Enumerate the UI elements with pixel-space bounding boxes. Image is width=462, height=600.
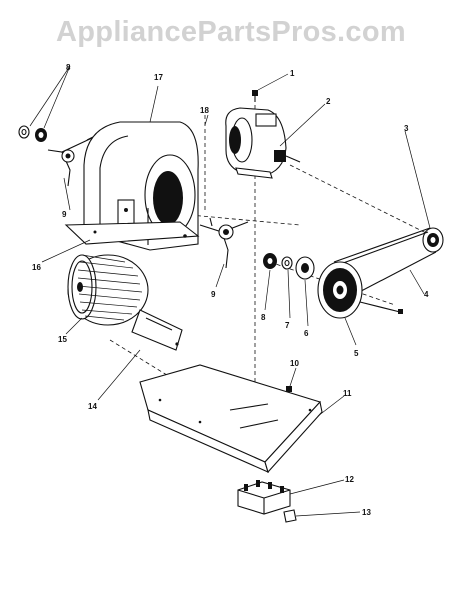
callout-2: 2: [326, 97, 331, 106]
watermark-logo: AppliancePartsPros.com: [56, 16, 406, 48]
callout-1: 1: [290, 69, 295, 78]
callout-3: 3: [404, 124, 409, 133]
callout-8a: 8: [66, 63, 71, 72]
callout-15: 15: [58, 335, 67, 344]
blower-motor: [225, 107, 301, 179]
pulley-key: [281, 256, 293, 270]
callout-9b: 9: [211, 290, 216, 299]
callout-18: 18: [200, 106, 209, 115]
callout-8b: 8: [261, 313, 266, 322]
blower-housing: [64, 121, 200, 251]
base-panel-screw: [286, 386, 292, 392]
callout-6: 6: [304, 329, 309, 338]
callout-12: 12: [345, 475, 354, 484]
callout-13: 13: [362, 508, 371, 517]
pulley-hub: [295, 256, 315, 280]
motor-pulley: [422, 227, 444, 253]
callout-9a: 9: [62, 210, 67, 219]
housing-alignment-line: [109, 339, 176, 381]
bearing-collar-upper: [18, 125, 47, 142]
bearing-collar-center: [263, 253, 277, 269]
bearing-bracket-upper: [47, 136, 94, 187]
motor-mount-screw: [252, 90, 258, 102]
callout-16: 16: [32, 263, 41, 272]
blower-cover-plate: [131, 309, 183, 351]
terminal-block: [237, 480, 291, 515]
blower-pulley: [317, 261, 403, 319]
callout-5: 5: [354, 349, 359, 358]
callout-10: 10: [290, 359, 299, 368]
callout-14: 14: [88, 402, 97, 411]
blower-wheel: [67, 254, 149, 326]
blower-shaft-alignment-line: [189, 214, 301, 226]
base-panel: [139, 364, 323, 474]
callout-7: 7: [285, 321, 290, 330]
bearing-bracket-center: [199, 217, 249, 269]
callout-4: 4: [424, 290, 429, 299]
callout-17: 17: [154, 73, 163, 82]
terminal-clip: [283, 509, 297, 523]
motor-shaft-alignment-line: [289, 164, 431, 236]
callout-11: 11: [343, 389, 352, 398]
leader-lines: [29, 65, 431, 517]
